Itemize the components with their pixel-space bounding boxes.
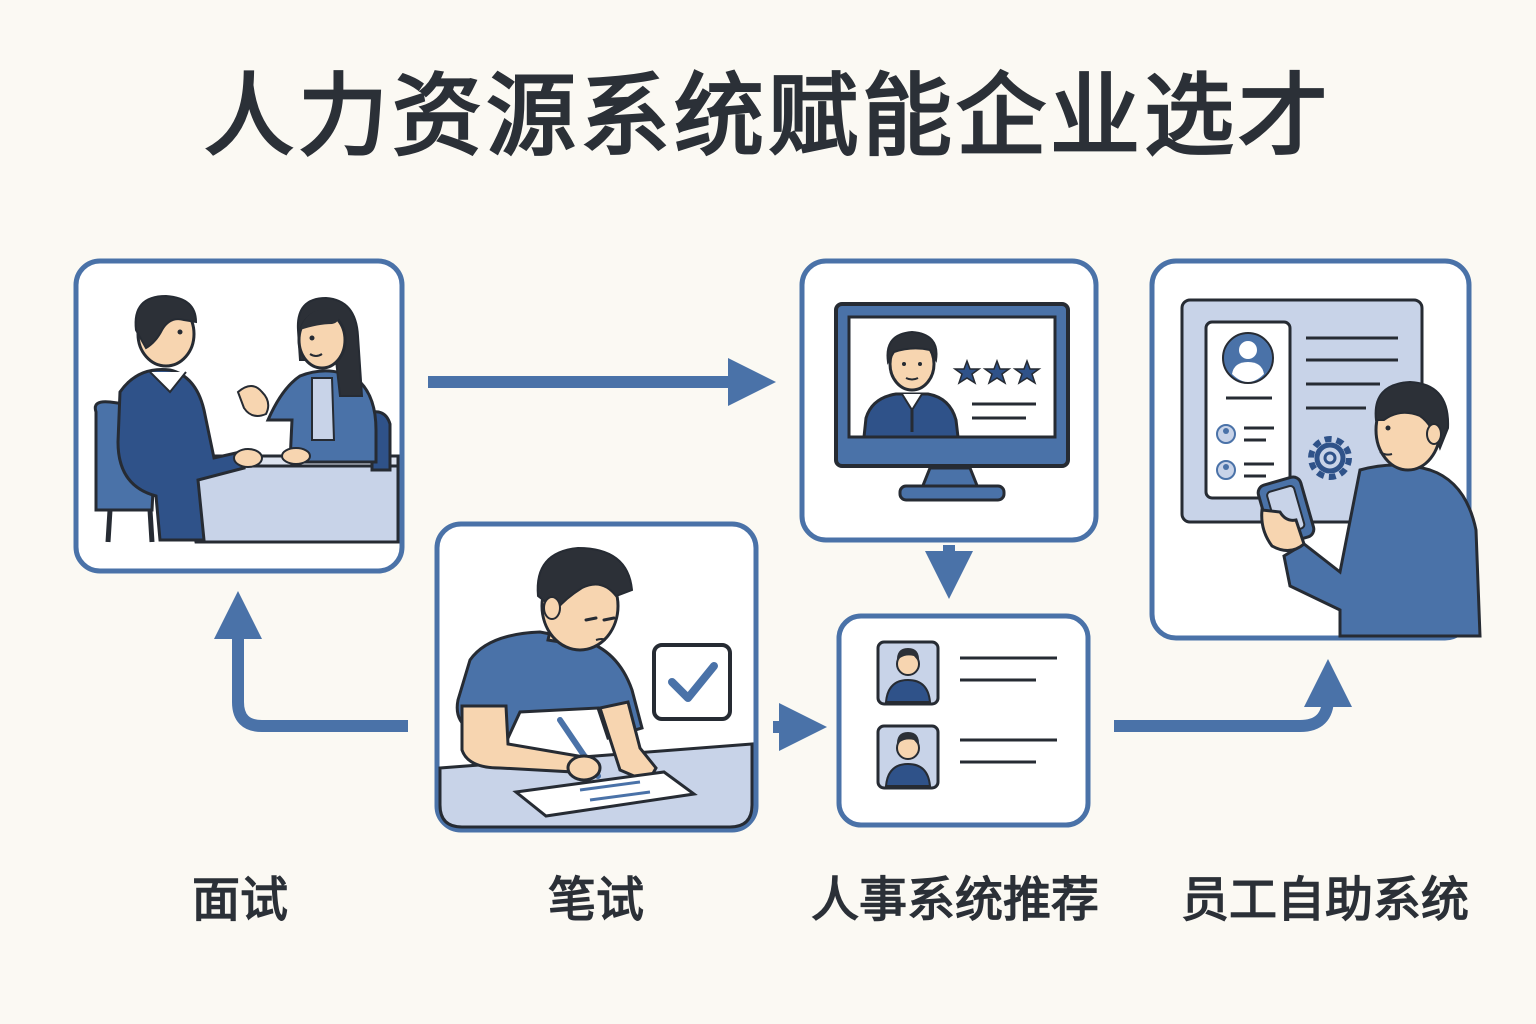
- contact-row-icon-1: [1216, 424, 1274, 444]
- written-test-panel: [434, 521, 759, 833]
- employee-hair: [1374, 380, 1450, 451]
- candidate-card-1: [876, 640, 1057, 706]
- user-profile-icon: [1222, 332, 1274, 384]
- arrow-recommend-to-selfservice: [1114, 659, 1352, 732]
- page-title: 人力资源系统赋能企业选才: [204, 64, 1332, 169]
- exam-paper: [512, 770, 698, 818]
- man-body: [116, 367, 246, 542]
- label-self-service: 员工自助系统: [1180, 872, 1469, 928]
- flow-arrows: [214, 358, 1352, 751]
- self-service-panel: [1149, 258, 1482, 641]
- student-hair: [536, 546, 634, 612]
- label-hr-recommend: 人事系统推荐: [810, 872, 1099, 928]
- recommendation-panel: [836, 613, 1091, 828]
- label-written-test: 笔试: [547, 872, 644, 928]
- three-star-rating-icon: [952, 358, 1042, 385]
- video-rating-panel: [799, 258, 1099, 543]
- arrow-written-to-interview: [214, 591, 408, 732]
- gear-icon: [1308, 436, 1352, 480]
- interview-panel: [73, 258, 405, 574]
- man-hair: [134, 294, 198, 350]
- candidate-card-2: [876, 724, 1057, 790]
- checkbox-checked-icon: [652, 643, 732, 721]
- contact-row-icon-2: [1216, 460, 1274, 480]
- label-interview: 面试: [191, 872, 288, 928]
